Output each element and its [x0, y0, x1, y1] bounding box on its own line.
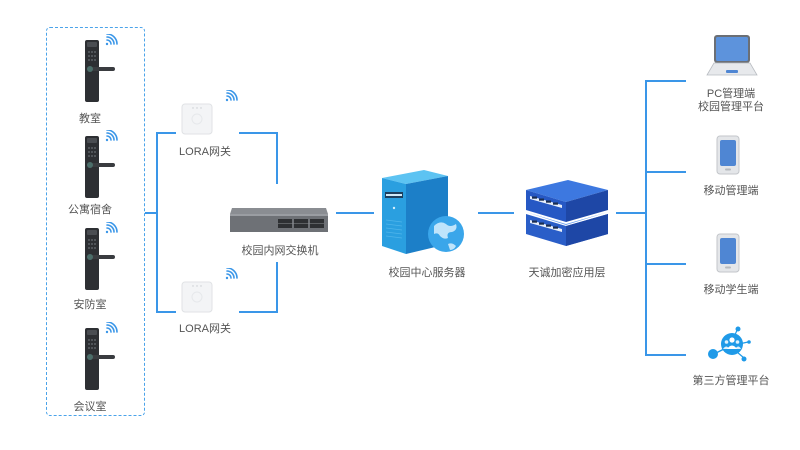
laptop-icon: [706, 34, 758, 78]
gateway-label-bottom: LORA网关: [179, 323, 231, 335]
server-globe-icon: [378, 168, 470, 260]
lock-label-security-room: 安防室: [73, 299, 107, 311]
connector-line: [145, 212, 157, 214]
connector-line: [645, 80, 647, 356]
client-pc-label-line1: PC管理端: [706, 88, 756, 100]
switch-label: 校园内网交换机: [241, 245, 319, 257]
smart-lock-icon: [78, 222, 120, 294]
lock-label-dormitory: 公寓宿舍: [68, 204, 112, 216]
encryption-label: 天诚加密应用层: [528, 267, 606, 279]
connector-line: [156, 132, 176, 134]
server-label: 校园中心服务器: [388, 267, 466, 279]
network-switch-icon: [228, 206, 330, 236]
lora-gateway-icon: [181, 90, 241, 136]
connector-line: [156, 132, 158, 312]
smart-lock-icon: [78, 322, 120, 394]
encryption-layer-icon: [522, 178, 612, 256]
connector-line: [276, 132, 278, 184]
connector-line: [156, 311, 176, 313]
client-third-party-label: 第三方管理平台: [692, 375, 770, 387]
lock-group-box: [46, 27, 145, 416]
connector-line: [616, 212, 646, 214]
third-party-platform-icon: [706, 326, 756, 368]
client-pc-label-line2: 校园管理平台: [698, 101, 764, 113]
connector-line: [645, 171, 686, 173]
connector-line: [276, 262, 278, 313]
gateway-label-top: LORA网关: [179, 146, 231, 158]
lora-gateway-icon: [181, 268, 241, 314]
connector-line: [645, 354, 686, 356]
connector-line: [645, 263, 686, 265]
smart-lock-icon: [78, 130, 120, 202]
lock-label-classroom: 教室: [79, 113, 101, 125]
connector-line: [478, 212, 514, 214]
client-mobile-student-label: 移动学生端: [703, 284, 759, 296]
connector-line: [239, 132, 278, 134]
connector-line: [645, 80, 686, 82]
connector-line: [239, 311, 278, 313]
connector-line: [336, 212, 374, 214]
smart-lock-icon: [78, 34, 120, 106]
client-mobile-admin-label: 移动管理端: [703, 185, 759, 197]
mobile-phone-icon: [716, 233, 742, 275]
lock-label-meeting-room: 会议室: [73, 401, 107, 413]
mobile-phone-icon: [716, 135, 742, 177]
